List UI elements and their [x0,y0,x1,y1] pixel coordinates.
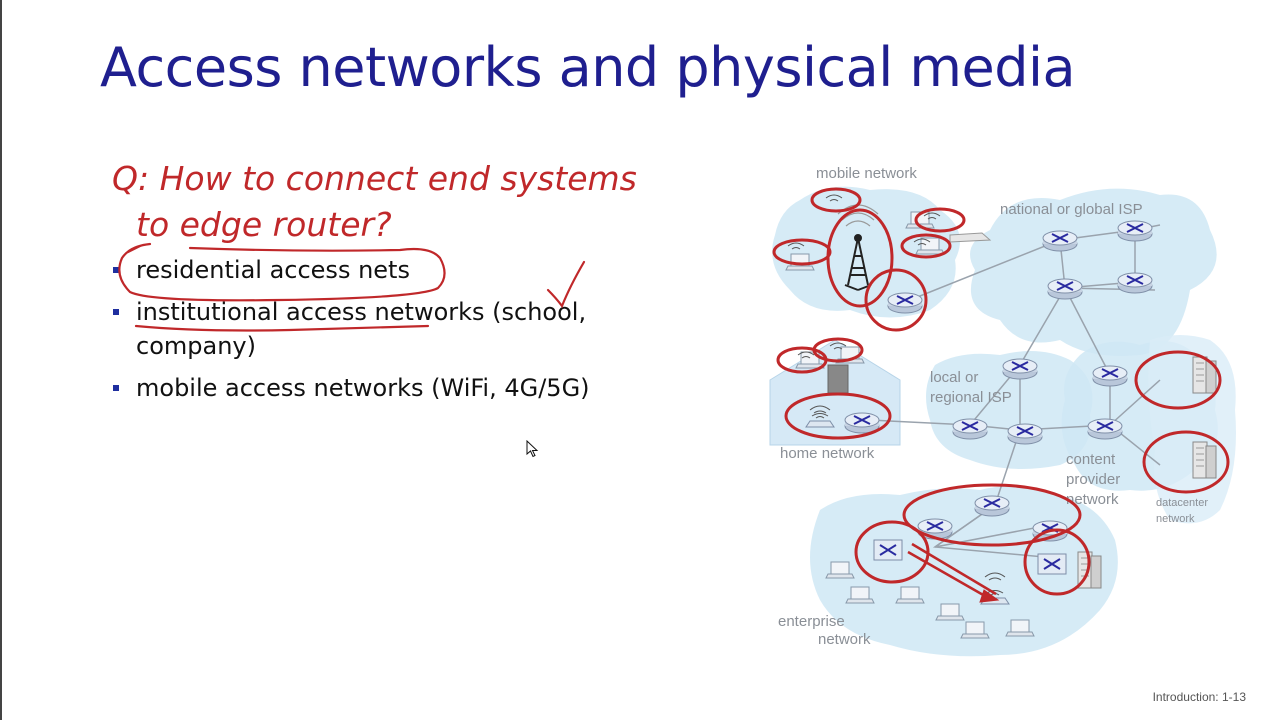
question-line-1: Q: How to connect end systems [112,159,637,198]
slide-title: Access networks and physical media [100,36,1076,99]
bullet-mobile: mobile access networks (WiFi, 4G/5G) [112,371,672,405]
network-diagram: mobile network national or global ISP lo… [769,165,1236,657]
bullet-residential: residential access nets [112,253,672,287]
frame-border [0,0,2,720]
label-datacenter-line2: network [1156,513,1195,525]
label-enterprise-line2: network [818,631,871,648]
bullet-marker [113,309,119,315]
diagram-labels: mobile network national or global ISP lo… [778,165,1208,648]
cloud-datacenter [1148,335,1236,524]
bullet-marker [113,385,119,391]
label-enterprise-line1: enterprise [778,613,845,630]
diagram-annotations [772,187,1230,603]
question-text: Q: How to connect end systems to edge ro… [112,156,712,248]
label-local-line2: regional ISP [930,389,1012,406]
bullet-institutional: institutional access networks (school, c… [112,295,672,363]
bullet-text: residential access nets [136,256,410,284]
label-local-line1: local or [930,369,978,386]
label-content-line1: content [1066,451,1116,468]
label-content-line2: provider [1066,471,1120,488]
network-clouds [769,186,1236,657]
label-home-network: home network [780,445,875,462]
slide-footer: Introduction: 1-13 [1152,690,1246,704]
label-national-isp: national or global ISP [1000,201,1143,218]
label-content-line3: network [1066,491,1119,508]
mouse-cursor-icon [526,440,539,458]
cloud-isp [970,188,1217,356]
bullet-marker [113,267,119,273]
cloud-regional [926,351,1093,469]
bullet-list: residential access nets institutional ac… [112,253,672,413]
wireless-marks [787,194,1006,581]
label-mobile-network: mobile network [816,165,917,182]
label-datacenter-line1: datacenter [1156,497,1208,509]
bullet-text: mobile access networks (WiFi, 4G/5G) [136,374,590,402]
bullet-text: institutional access networks (school, c… [136,298,587,360]
question-line-2: to edge router? [136,205,392,244]
